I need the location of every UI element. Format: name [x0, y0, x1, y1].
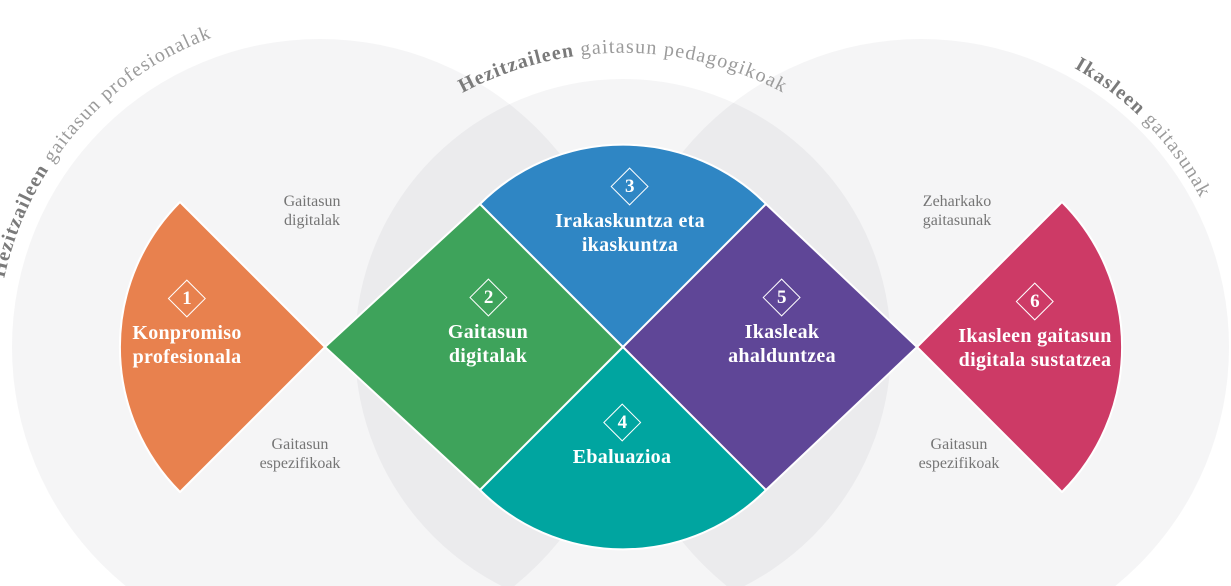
area-1-fan-shape: [119, 201, 326, 493]
curved-title-right: Ikasleen gaitasunak: [1071, 53, 1215, 201]
annotation-specific-competences-left: Gaitasun espezifikoak: [259, 436, 341, 472]
area-6-fan-shape: [916, 201, 1123, 493]
annotation-specific-competences-right: Gaitasun espezifikoak: [918, 436, 1000, 472]
area-4-sector-shape: [479, 346, 767, 551]
curved-title-center: Hezitzaileen gaitasun pedagogikoak: [455, 36, 792, 98]
annotation-digital-competences-left: Gaitasun digitalak: [283, 193, 341, 229]
annotation-transversal-competences-right: Zeharkako gaitasunak: [922, 193, 992, 229]
area-3-sector-shape: [479, 143, 767, 348]
